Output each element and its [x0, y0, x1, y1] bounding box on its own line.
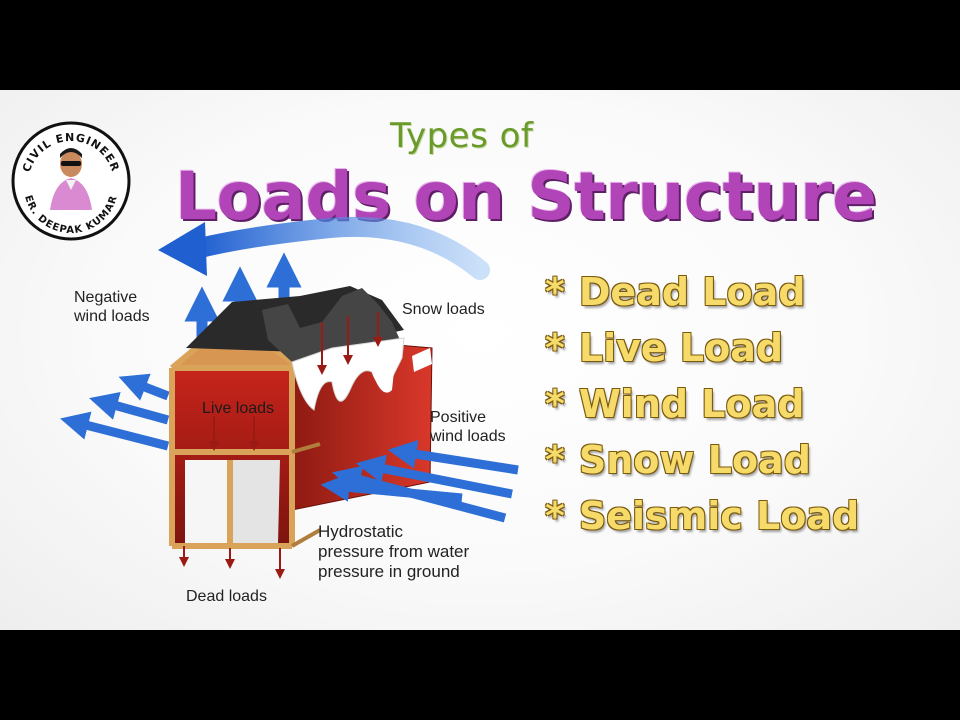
load-item-live: * Live Load [545, 326, 859, 382]
positive-wind-arrows [320, 439, 519, 523]
label-live-loads: Live loads [202, 400, 275, 417]
top-wind-flow-arrow [158, 216, 490, 280]
snow-load-arrows [317, 312, 383, 375]
person-icon [50, 148, 92, 210]
label-negative-wind-loads: Negative wind loads [74, 289, 150, 325]
load-label: Wind Load [578, 382, 805, 426]
dead-load-arrows [179, 546, 285, 579]
live-load-arrows [209, 416, 259, 451]
label-positive-wind-loads: Positive wind loads [430, 409, 506, 445]
bullet-asterisk: * [545, 326, 565, 370]
infographic-panel: CIVIL ENGINEER ER. DEEPAK KUMAR Types of… [0, 90, 960, 630]
label-snow-loads: Snow loads [402, 301, 485, 318]
load-label: Live Load [578, 326, 784, 370]
load-item-seismic: * Seismic Load [545, 494, 859, 550]
load-item-wind: * Wind Load [545, 382, 859, 438]
civil-engineer-logo: CIVIL ENGINEER ER. DEEPAK KUMAR [11, 121, 131, 241]
loads-diagram [60, 216, 519, 579]
title-types-of: Types of [390, 116, 534, 156]
bullet-asterisk: * [545, 382, 565, 426]
bullet-asterisk: * [545, 494, 565, 538]
bullet-asterisk: * [545, 270, 565, 314]
label-dead-loads: Dead loads [186, 588, 267, 605]
load-item-dead: * Dead Load [545, 270, 859, 326]
roof-and-snow [186, 286, 432, 411]
load-label: Snow Load [578, 438, 811, 482]
load-label: Seismic Load [578, 494, 860, 538]
load-types-list: * Dead Load * Live Load * Wind Load * Snow L… [545, 270, 859, 550]
bullet-asterisk: * [545, 438, 565, 482]
load-label: Dead Load [578, 270, 806, 314]
load-item-snow: * Snow Load [545, 438, 859, 494]
label-hydrostatic-pressure: Hydrostatic pressure from water pressure… [318, 522, 470, 581]
leeward-wind-arrows [60, 373, 170, 451]
